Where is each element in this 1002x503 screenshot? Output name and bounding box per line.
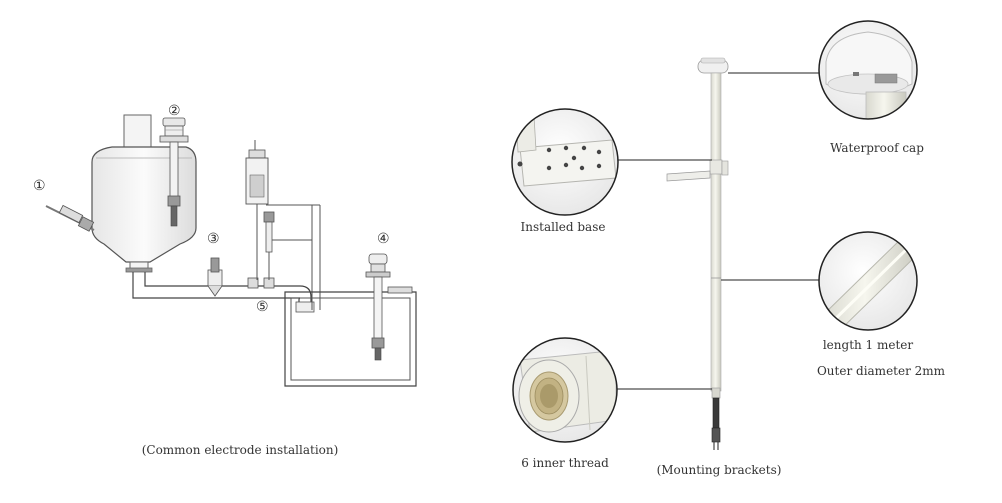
label-waterproof-cap: Waterproof cap bbox=[830, 141, 924, 155]
marker-1: ① bbox=[33, 178, 46, 194]
left-caption: (Common electrode installation) bbox=[142, 443, 339, 457]
main-pipe bbox=[132, 204, 321, 313]
right-caption: (Mounting brackets) bbox=[657, 463, 782, 477]
label-installed-base: Installed base bbox=[521, 220, 606, 234]
zoom-pipe-length bbox=[818, 231, 918, 331]
flow-cell-electrodes bbox=[245, 140, 312, 280]
electrode-1-side bbox=[45, 204, 95, 232]
zoom-installed-base bbox=[511, 108, 619, 216]
bracket-pole bbox=[666, 57, 729, 450]
label-length: length 1 meter bbox=[823, 338, 914, 352]
marker-4: ④ bbox=[377, 231, 390, 247]
electrode-2-top bbox=[159, 117, 189, 227]
zoom-waterproof-cap bbox=[818, 20, 918, 120]
zoom-inner-thread bbox=[512, 337, 618, 443]
installation-diagram: ① ② ③ ④ ⑤ (Common electrode installation… bbox=[33, 103, 417, 457]
label-outer-diameter: Outer diameter 2mm bbox=[817, 364, 946, 378]
marker-5: ⑤ bbox=[256, 299, 269, 315]
marker-2: ② bbox=[168, 103, 181, 119]
electrode-4-immersion bbox=[365, 253, 391, 361]
mounting-bracket-diagram: Waterproof cap Installed base length 1 m… bbox=[511, 20, 946, 477]
label-inner-thread: 6 inner thread bbox=[521, 456, 609, 470]
water-bath bbox=[284, 286, 417, 387]
marker-3: ③ bbox=[207, 231, 220, 247]
